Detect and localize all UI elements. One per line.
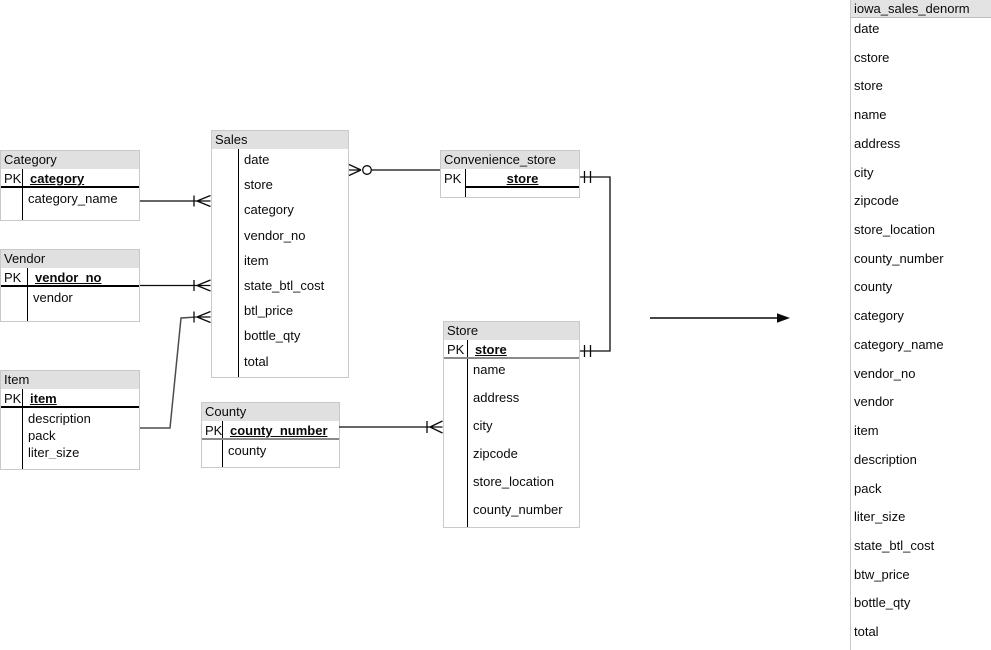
field-label: zipcode: [473, 446, 518, 461]
pk-column-spacer: [1, 408, 23, 469]
pk-tag: PK: [444, 340, 468, 357]
denorm-field-label: description: [854, 451, 917, 467]
field-label: total: [244, 353, 269, 369]
entity-title: Sales: [212, 131, 348, 149]
field-label: county_number: [473, 502, 563, 517]
connector-county-store: [339, 420, 443, 434]
entity-title: Convenience_store: [441, 151, 579, 169]
pk-field: store: [466, 169, 579, 188]
pk-tag: PK: [1, 169, 23, 186]
denorm-field-label: vendor: [854, 394, 894, 410]
field-list: description pack liter_size: [23, 408, 139, 469]
field-label: store_location: [473, 474, 554, 489]
field-list: county: [223, 440, 339, 467]
field-label: address: [473, 390, 520, 405]
pk-column-spacer: [1, 287, 28, 321]
pk-column-spacer: [1, 188, 23, 220]
denorm-field-label: name: [854, 107, 887, 123]
connector-sales-convenience-store: [348, 163, 440, 177]
denorm-field-label: liter_size: [854, 509, 906, 525]
entity-item[interactable]: Item PK item description pack liter_size: [0, 370, 140, 470]
field-label: city: [473, 418, 493, 433]
field-label: item: [244, 252, 269, 268]
pk-row: PK county_number: [202, 421, 339, 440]
connector-vendor-sales: [140, 279, 211, 292]
connector-category-sales: [140, 194, 211, 208]
denorm-field-label: bottle_qty: [854, 595, 911, 611]
pk-row: PK store: [441, 169, 579, 188]
field-label: name: [473, 362, 506, 377]
field-label: description: [28, 411, 91, 425]
pk-column-spacer: [212, 149, 239, 377]
denorm-field-label: cstore: [854, 49, 890, 65]
pk-field: vendor_no: [35, 270, 102, 285]
denorm-field-label: date: [854, 21, 880, 36]
field-list: category_name: [23, 188, 139, 220]
entity-title: County: [202, 403, 339, 421]
pk-tag: PK: [441, 169, 466, 188]
entity-category[interactable]: Category PK category category_name: [0, 150, 140, 221]
denorm-field-label: category_name: [854, 336, 944, 352]
denorm-arrow: [650, 313, 790, 323]
denorm-field-list: date cstore store name address city zipcode sto…: [851, 18, 991, 650]
field-label: category: [244, 202, 294, 218]
field-list: [466, 188, 579, 197]
entity-convenience-store[interactable]: Convenience_store PK store: [440, 150, 580, 198]
field-label: bottle_qty: [244, 328, 301, 344]
pk-field: category: [30, 171, 85, 186]
pk-column-spacer: [441, 188, 466, 197]
connector-convenience-store-store: [580, 171, 611, 357]
field-label: county: [228, 443, 267, 458]
pk-field: store: [475, 342, 507, 357]
pk-column-spacer: [202, 440, 223, 467]
pk-tag: PK: [1, 389, 23, 406]
denorm-field-label: county_number: [854, 250, 944, 266]
pk-row: PK item: [1, 389, 139, 408]
field-label: date: [244, 152, 270, 167]
field-label: pack: [28, 428, 56, 442]
pk-row: PK vendor_no: [1, 268, 139, 287]
denorm-field-label: city: [854, 164, 874, 180]
denorm-panel[interactable]: iowa_sales_denorm date cstore store name add…: [850, 0, 991, 650]
entity-title: Category: [1, 151, 139, 169]
denorm-field-label: address: [854, 135, 901, 151]
field-label: vendor: [33, 290, 73, 305]
field-label: btl_price: [244, 303, 294, 319]
denorm-field-label: state_btl_cost: [854, 537, 935, 553]
field-label: state_btl_cost: [244, 277, 325, 293]
connector-item-sales: [140, 310, 211, 429]
denorm-field-label: category: [854, 308, 904, 324]
denorm-field-label: store_location: [854, 222, 935, 238]
denorm-field-label: store: [854, 78, 883, 94]
denorm-field-label: pack: [854, 480, 882, 496]
entity-title: Item: [1, 371, 139, 389]
denorm-field-label: item: [854, 423, 879, 439]
pk-row: PK store: [444, 340, 579, 359]
denorm-field-label: zipcode: [854, 193, 899, 209]
field-label: store: [244, 177, 273, 193]
entity-store[interactable]: Store PK store name address city zipcode sto…: [443, 321, 580, 528]
denorm-field-label: total: [854, 624, 879, 640]
denorm-title: iowa_sales_denorm: [851, 0, 991, 18]
field-label: vendor_no: [244, 227, 306, 243]
pk-tag: PK: [202, 421, 223, 438]
entity-county[interactable]: County PK county_number county: [201, 402, 340, 468]
pk-row: PK category: [1, 169, 139, 188]
field-list: vendor: [28, 287, 139, 321]
entity-title: Vendor: [1, 250, 139, 268]
denorm-field-label: vendor_no: [854, 365, 916, 381]
field-label: liter_size: [28, 445, 80, 459]
pk-field: item: [30, 391, 57, 406]
denorm-field-label: btw_price: [854, 566, 910, 582]
entity-vendor[interactable]: Vendor PK vendor_no vendor: [0, 249, 140, 322]
pk-field: county_number: [230, 423, 328, 438]
pk-column-spacer: [444, 359, 468, 527]
field-label: category_name: [28, 191, 118, 206]
denorm-field-label: county: [854, 279, 893, 295]
pk-tag: PK: [1, 268, 28, 285]
entity-title: Store: [444, 322, 579, 340]
